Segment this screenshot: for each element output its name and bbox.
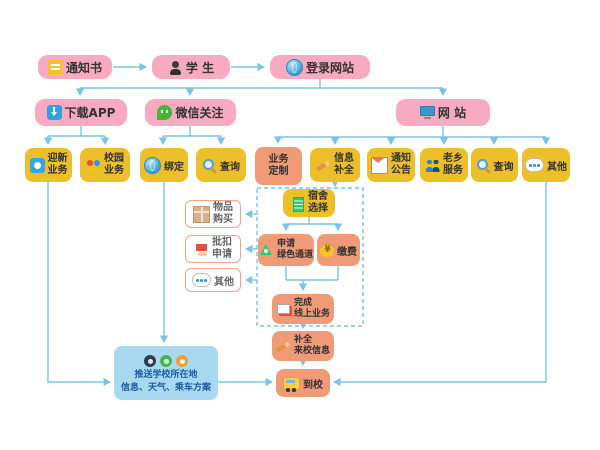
ellipsis-icon <box>192 273 211 287</box>
download-icon <box>46 105 62 120</box>
monitor-icon <box>419 105 435 120</box>
building-icon <box>290 196 305 212</box>
node-query-wechat: 查询 <box>196 148 246 182</box>
node-website: 网 站 <box>396 99 490 126</box>
payment-hand-icon <box>194 242 209 257</box>
chat-bubble-icon <box>144 355 156 368</box>
new-business-icon <box>29 157 45 173</box>
node-business-custom: 业务定制 <box>255 147 302 185</box>
recycle-icon <box>259 243 274 258</box>
node-welcome-business: 迎新业务 <box>25 148 72 182</box>
app-bubble-icon <box>176 355 188 368</box>
node-fellow-service: 老乡服务 <box>420 148 468 182</box>
search-icon <box>476 158 491 173</box>
campus-people-icon <box>86 158 101 173</box>
node-arrive-school: 到校 <box>276 369 330 397</box>
envelope-icon <box>371 156 388 174</box>
node-wechat-follow: 微信关注 <box>145 99 236 126</box>
card-icon <box>276 302 291 317</box>
node-goods-purchase: 物品购买 <box>185 200 241 228</box>
ellipsis-icon <box>525 158 544 172</box>
node-query-web: 查询 <box>471 148 518 182</box>
node-push-info: 推送学校所在地 信息、天气、乘车方案 <box>114 346 218 400</box>
node-arrival-info: 补全来校信息 <box>272 331 334 361</box>
moneybag-icon <box>320 243 334 257</box>
search-icon <box>202 158 217 173</box>
node-finish-online: 完成线上业务 <box>272 294 334 324</box>
node-login-website: 登录网站 <box>270 55 370 79</box>
node-batch-deduct: 批扣申请 <box>185 235 241 263</box>
push-icons <box>144 355 188 368</box>
node-bind: 绑定 <box>140 148 188 182</box>
wechat-icon <box>157 105 173 120</box>
bus-icon <box>283 377 300 392</box>
node-info-complete: 信息补全 <box>310 148 360 182</box>
node-download-app: 下载APP <box>35 99 127 126</box>
node-other-web: 其他 <box>522 148 570 182</box>
globe-icon <box>285 58 303 76</box>
globe-icon <box>144 156 161 174</box>
node-other-custom: 其他 <box>185 268 241 292</box>
document-icon <box>47 59 63 75</box>
student-icon <box>168 60 183 75</box>
push-info-text: 推送学校所在地 信息、天气、乘车方案 <box>120 370 211 393</box>
pencil-icon <box>276 339 291 354</box>
node-notice-announce: 通知公告 <box>367 148 415 182</box>
wechat-bubble-icon <box>160 355 172 368</box>
node-campus-business: 校园业务 <box>80 148 130 182</box>
node-green-channel: 申请绿色通道 <box>258 234 314 266</box>
pencil-icon <box>316 158 331 173</box>
node-pay-fee: 缴费 <box>317 234 360 266</box>
people-icon <box>425 158 440 173</box>
package-icon <box>193 205 210 223</box>
node-student: 学 生 <box>152 55 230 79</box>
node-notice-letter: 通知书 <box>38 55 112 79</box>
node-dorm-select: 宿舍选择 <box>283 189 335 217</box>
